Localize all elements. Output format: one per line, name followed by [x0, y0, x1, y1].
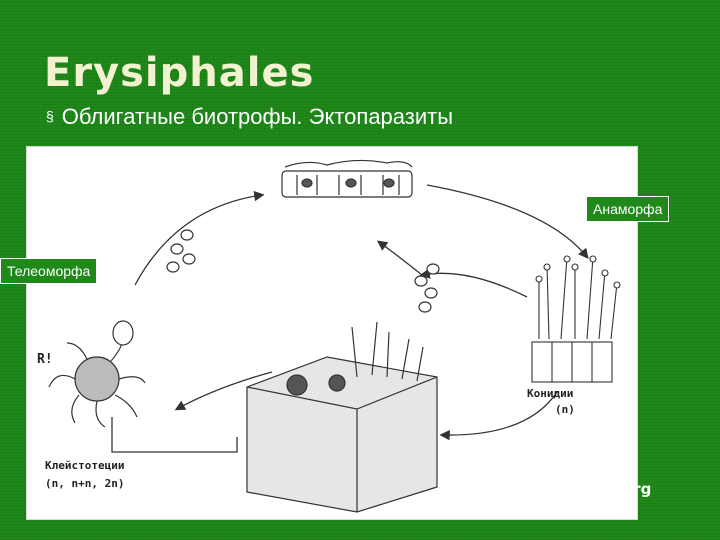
slide-title: Erysiphales — [44, 50, 315, 96]
conidiophores — [531, 255, 621, 383]
conidia-ploidy-label: (n) — [555, 403, 575, 416]
teleomorph-caption: Телеоморфа — [0, 258, 98, 284]
cleistothecium — [48, 320, 146, 428]
conidia-spores — [414, 263, 440, 313]
subtitle-text: Облигатные биотрофы. Эктопаразиты — [61, 104, 454, 129]
conidia-label: Конидии — [527, 387, 573, 400]
leaf-epidermis-top — [281, 159, 413, 198]
watermark-text: t.org — [610, 480, 652, 498]
leaf-tissue-block — [246, 321, 438, 513]
r-mark-label: R! — [37, 352, 53, 367]
subtitle-bullet: § Облигатные биотрофы. Эктопаразиты — [46, 104, 453, 130]
cleistothecia-ploidy-label: (n, n+n, 2n) — [45, 477, 124, 490]
bullet-icon: § — [46, 108, 54, 124]
cycle-arrows — [111, 184, 589, 453]
ascospores — [166, 229, 196, 273]
life-cycle-diagram: R! Конидии (n) Клейстотеции (n, n+n, 2n) — [26, 146, 638, 520]
anamorph-caption: Анаморфа — [586, 196, 670, 222]
cleistothecia-label: Клейстотеции — [45, 459, 124, 472]
life-cycle-illustration: R! Конидии (n) Клейстотеции (n, n+n, 2n) — [37, 159, 621, 513]
